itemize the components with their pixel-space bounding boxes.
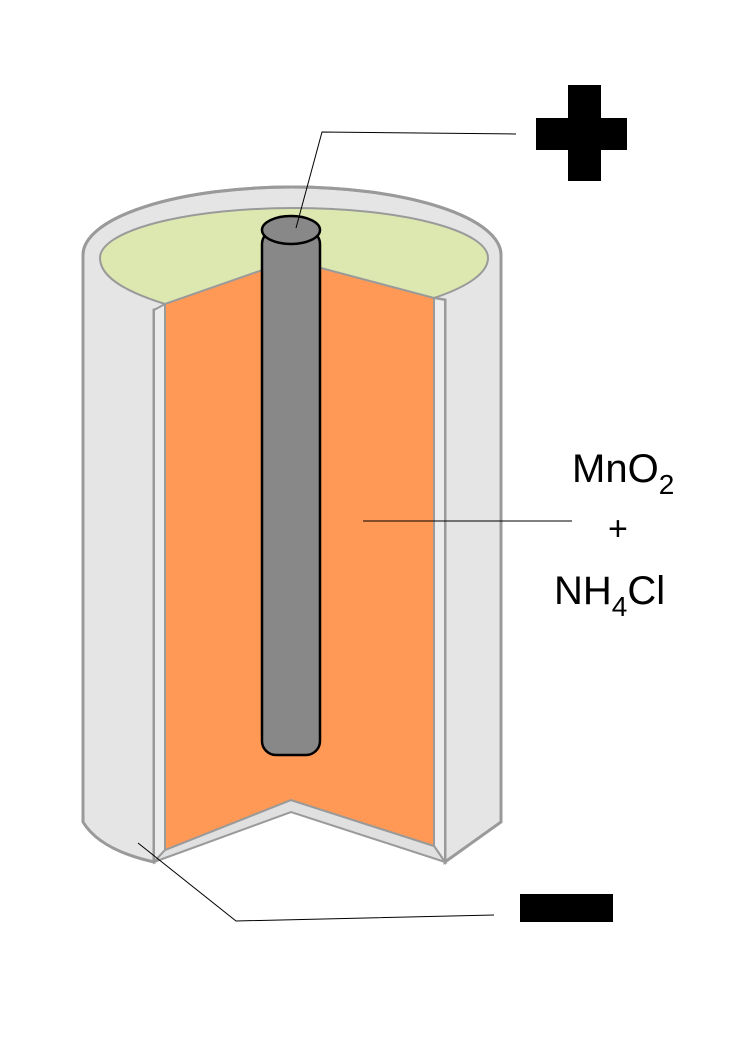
mixture-label-line1: MnO2 [572,447,674,500]
negative-leader-line [137,842,495,922]
mixture-line2-rest: Cl [627,569,665,613]
positive-leader-line [295,131,517,229]
mixture-plus-label: + [608,510,628,548]
carbon-rod-top [260,214,322,246]
mixture-line2-base: NH [554,569,612,613]
rim-edge [81,185,503,256]
mixture-line1-base: MnO [572,447,659,491]
carbon-rod [260,228,322,757]
mixture-label-line2: NH4Cl [554,569,665,622]
mixture-line2-subscript: 4 [612,591,628,622]
casing-cut-left [153,302,166,865]
mixture-line1-subscript: 2 [659,469,675,500]
minus-icon [520,894,613,922]
casing-cut-right [433,296,446,866]
plus-icon [536,85,627,181]
